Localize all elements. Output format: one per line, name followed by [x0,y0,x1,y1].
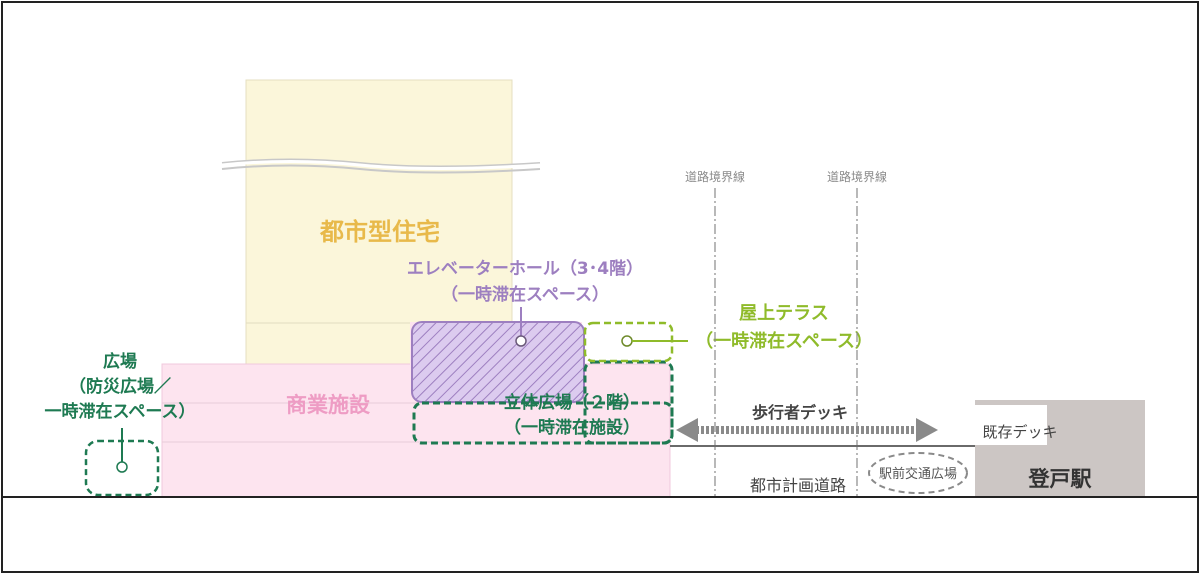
elevator-hall-label-2: （一時滞在スペース） [441,284,609,305]
residential-tower [245,79,513,366]
commercial-label: 商業施設 [286,393,371,417]
station-label: 登戸駅 [1028,467,1093,491]
break-line [221,158,541,168]
road-boundary-label-1: 道路境界線 [685,169,745,184]
plaza-label-1: 広場 [103,351,137,372]
deck-arrow-right [916,418,938,442]
plaza-marker [116,461,128,473]
plaza-label-2: （防災広場／ [69,376,171,397]
rooftop-label-2: （一時滞在スペース） [695,330,873,352]
station-plaza-label: 駅前交通広場 [879,466,957,482]
rooftop-marker [621,335,633,347]
existing-deck-area [975,405,1048,445]
elevator-hall-area [411,321,585,403]
road-boundary-label-2: 道路境界線 [827,169,887,184]
plaza-3d-label-1: 立体広場（２階） [504,392,640,413]
planned-road-label: 都市計画道路 [750,476,846,495]
deck-arrow-left [676,418,698,442]
residential-label: 都市型住宅 [319,218,440,246]
plaza-3d-label-2: （一時滞在施設） [504,417,640,438]
pedestrian-deck-label: 歩行者デッキ [752,403,848,422]
break-gap [221,160,541,170]
rooftop-label-1: 屋上テラス [739,303,829,324]
plaza-3d-area-high [583,360,674,445]
elevator-hall-marker [515,335,527,347]
break-line [221,164,541,174]
elevator-hall-label-1: エレベーターホール（3･4階） [407,258,643,279]
existing-deck-label: 既存デッキ [982,423,1057,441]
station-plaza-outline [868,452,968,494]
plaza-label-3: 一時滞在スペース） [45,401,196,422]
